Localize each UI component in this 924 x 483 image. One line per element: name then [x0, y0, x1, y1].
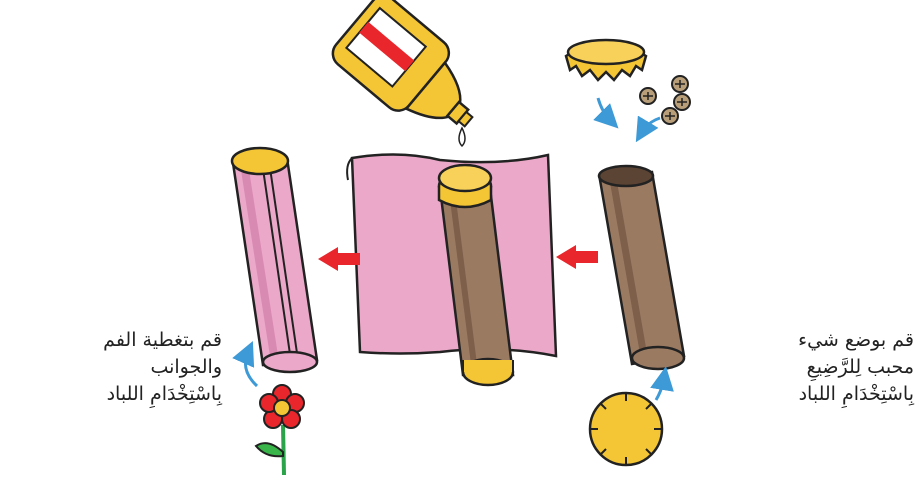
caption-line: قم بتغطية الفم [103, 327, 222, 354]
arrow-bells-to-tube [642, 118, 660, 132]
caption-line: والجوانب [103, 354, 222, 381]
caption-line: محبب لِلرَّضِيعِ [798, 354, 914, 381]
arrow-cap-to-tube [598, 98, 610, 120]
yellow-disc-icon [590, 393, 662, 465]
caption-line: بِاسْتِخْدَامِ اللباد [798, 381, 914, 408]
caption-line: بِاسْتِخْدَامِ اللباد [103, 381, 222, 408]
brown-tube [599, 166, 684, 369]
pink-tube [232, 148, 317, 372]
arrow-disc-to-tube [656, 378, 664, 400]
caption-add-baby-item: قم بوضع شيء محبب لِلرَّضِيعِ بِاسْتِخْدَ… [798, 327, 914, 408]
bottle-cap-icon [566, 40, 646, 80]
bells-icon [640, 76, 690, 124]
caption-line: قم بوضع شيء [798, 327, 914, 354]
flower-icon [256, 385, 304, 475]
red-arrow-left [318, 247, 360, 271]
glue-bottle-icon [327, 0, 497, 152]
red-arrow-right [556, 245, 598, 269]
arrow-flower-to-tube [245, 352, 257, 386]
caption-cover-with-felt: قم بتغطية الفم والجوانب بِاسْتِخْدَامِ ا… [103, 327, 222, 408]
